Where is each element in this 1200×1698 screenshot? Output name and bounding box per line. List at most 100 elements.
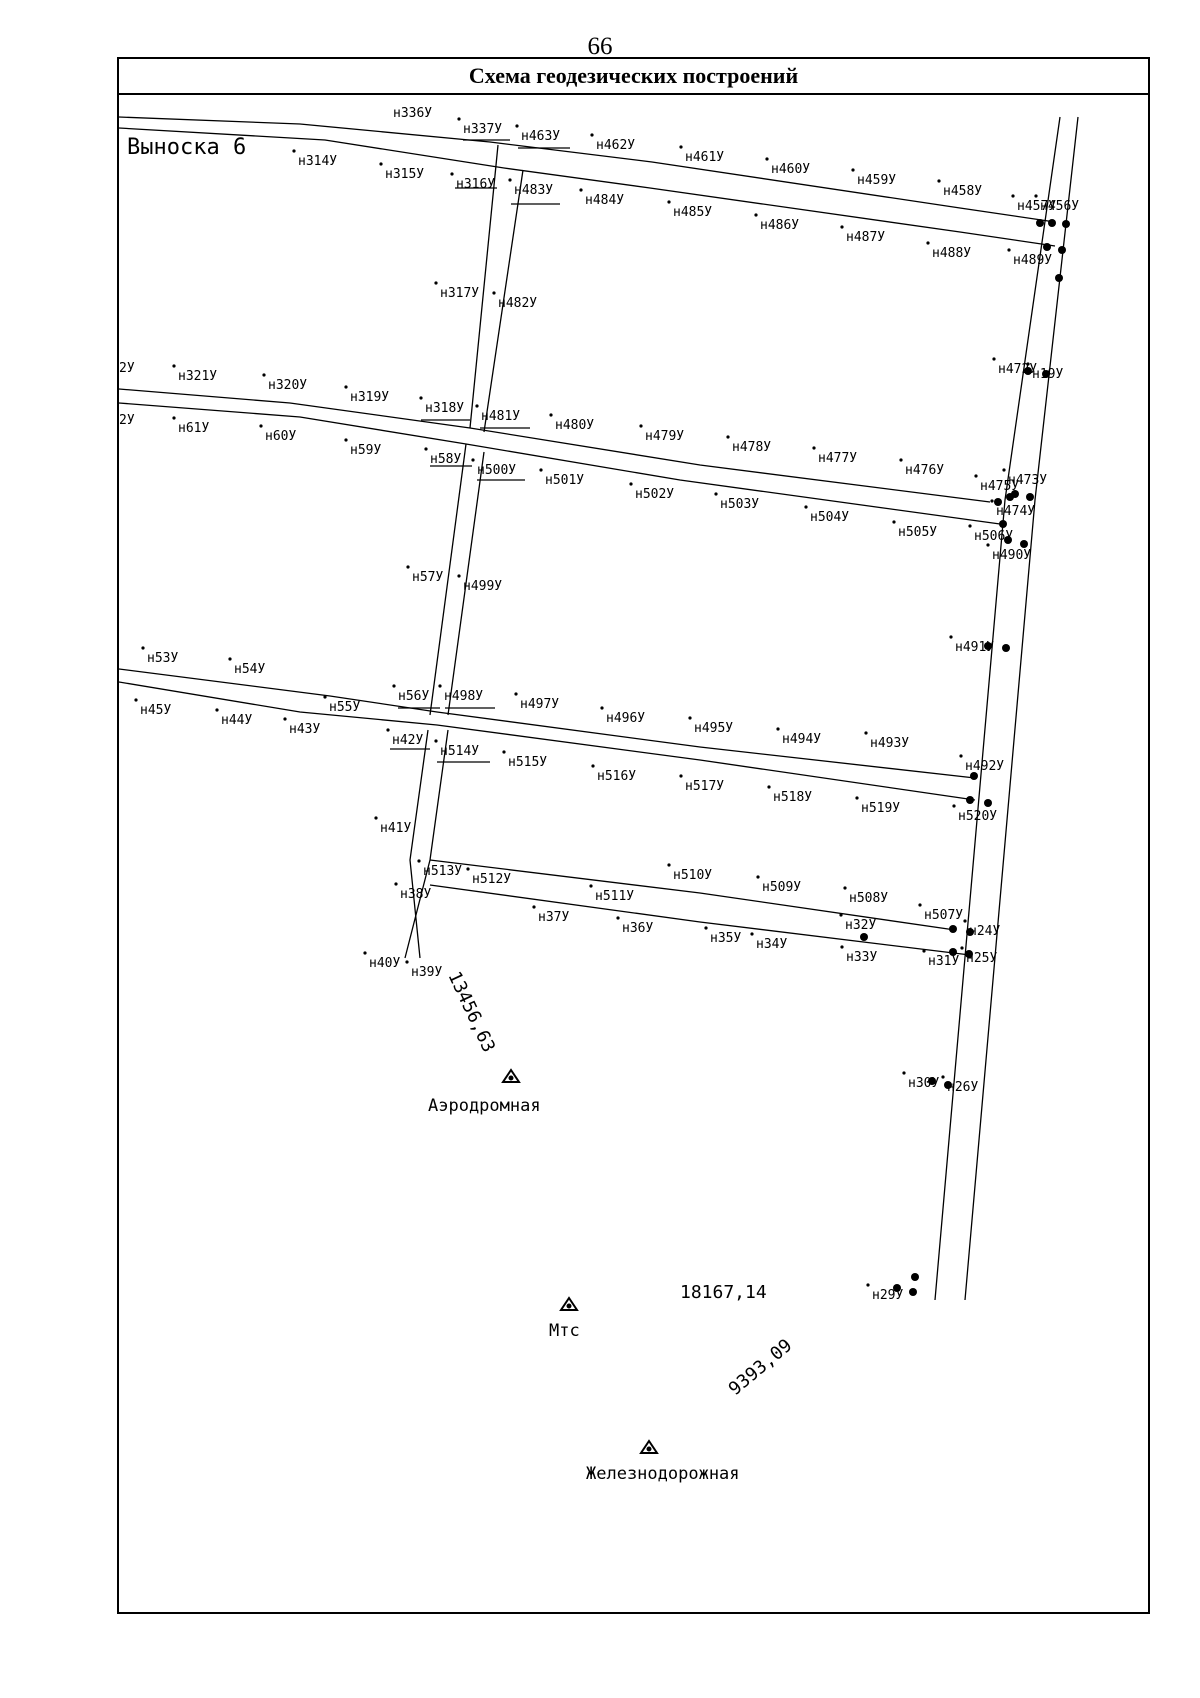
point-marker [679, 774, 683, 778]
point-label: н495У [694, 721, 733, 736]
point-label: н518У [773, 790, 812, 805]
point-label: н474У [996, 504, 1035, 519]
point-label: н486У [760, 218, 799, 233]
point-marker [902, 1071, 906, 1075]
page-number: 66 [587, 33, 613, 60]
point-marker [450, 172, 454, 176]
point-label: н485У [673, 205, 712, 220]
point-label: н462У [596, 138, 635, 153]
point-marker [514, 692, 518, 696]
point-marker [960, 946, 964, 950]
point-label: н315У [385, 167, 424, 182]
point-marker [591, 764, 595, 768]
point-label: н514У [440, 744, 479, 759]
point-label: н473У [1008, 473, 1047, 488]
point-label: н25У [966, 951, 997, 966]
point-label: н41У [380, 821, 411, 836]
point-marker [899, 458, 903, 462]
point-label: н497У [520, 697, 559, 712]
point-marker [968, 524, 972, 528]
point-marker [579, 188, 583, 192]
point-marker [667, 200, 671, 204]
point-marker [434, 739, 438, 743]
point-marker [590, 133, 594, 137]
point-label: н500У [477, 463, 516, 478]
point-marker [502, 750, 506, 754]
point-marker [438, 684, 442, 688]
point-marker [406, 565, 410, 569]
point-marker [457, 574, 461, 578]
point-marker [629, 482, 633, 486]
reference-label-mts: Мтс [549, 1321, 580, 1341]
point-marker [475, 404, 479, 408]
point-marker [471, 458, 475, 462]
point-label: н59У [350, 443, 381, 458]
point-label: н458У [943, 184, 982, 199]
triangle-survey-icon [639, 1439, 659, 1454]
point-label: н492У [965, 759, 1004, 774]
point-marker [750, 932, 754, 936]
point-label: н61У [178, 421, 209, 436]
point-marker [756, 875, 760, 879]
point-marker [767, 785, 771, 789]
point-marker [405, 960, 409, 964]
point-marker [363, 951, 367, 955]
point-marker [323, 695, 327, 699]
point-label: н35У [710, 931, 741, 946]
point-marker [532, 905, 536, 909]
point-marker [892, 520, 896, 524]
distance-label-1: 13456,63 [443, 968, 499, 1055]
point-label: н487У [846, 230, 885, 245]
point-label: н457У [1017, 199, 1056, 214]
point-marker [726, 435, 730, 439]
map-frame: Схема геодезических построений [117, 57, 1150, 1614]
point-marker [616, 916, 620, 920]
point-marker [172, 364, 176, 368]
point-marker [600, 706, 604, 710]
point-label: н516У [597, 769, 636, 784]
point-label: н472У [998, 362, 1037, 377]
point-marker [840, 225, 844, 229]
reference-label-zheleznodorozhnaya: Железнодорожная [586, 1464, 740, 1484]
point-marker [466, 867, 470, 871]
point-label: н42У [392, 733, 423, 748]
partial-label-left-1: 2У [119, 361, 135, 376]
point-marker [864, 731, 868, 735]
point-label: н32У [845, 918, 876, 933]
point-label: н505У [898, 525, 937, 540]
point-label: н498У [444, 689, 483, 704]
point-marker [508, 178, 512, 182]
point-label: н37У [538, 910, 569, 925]
point-label: н480У [555, 418, 594, 433]
point-label: н475У [980, 479, 1019, 494]
partial-label-left-2: 2У [119, 413, 135, 428]
point-marker [386, 728, 390, 732]
point-marker [141, 646, 145, 650]
point-label: н517У [685, 779, 724, 794]
point-label: н314У [298, 154, 337, 169]
partial-label-top: н336У [393, 106, 432, 121]
point-label: н508У [849, 891, 888, 906]
point-marker [866, 1283, 870, 1287]
point-label: н515У [508, 755, 547, 770]
point-label: н481У [481, 409, 520, 424]
point-marker [992, 357, 996, 361]
point-label: н494У [782, 732, 821, 747]
point-marker [704, 926, 708, 930]
distance-label-2: 18167,14 [680, 1282, 767, 1303]
point-label: н44У [221, 713, 252, 728]
point-label: н55У [329, 700, 360, 715]
point-marker [851, 168, 855, 172]
point-marker [679, 145, 683, 149]
point-label: н36У [622, 921, 653, 936]
point-label: н53У [147, 651, 178, 666]
point-marker [812, 446, 816, 450]
point-label: н511У [595, 889, 634, 904]
point-label: н510У [673, 868, 712, 883]
point-marker [974, 474, 978, 478]
triangle-survey-icons [501, 1068, 659, 1454]
point-label: н58У [430, 452, 461, 467]
point-label: н477У [818, 451, 857, 466]
point-marker [424, 447, 428, 451]
